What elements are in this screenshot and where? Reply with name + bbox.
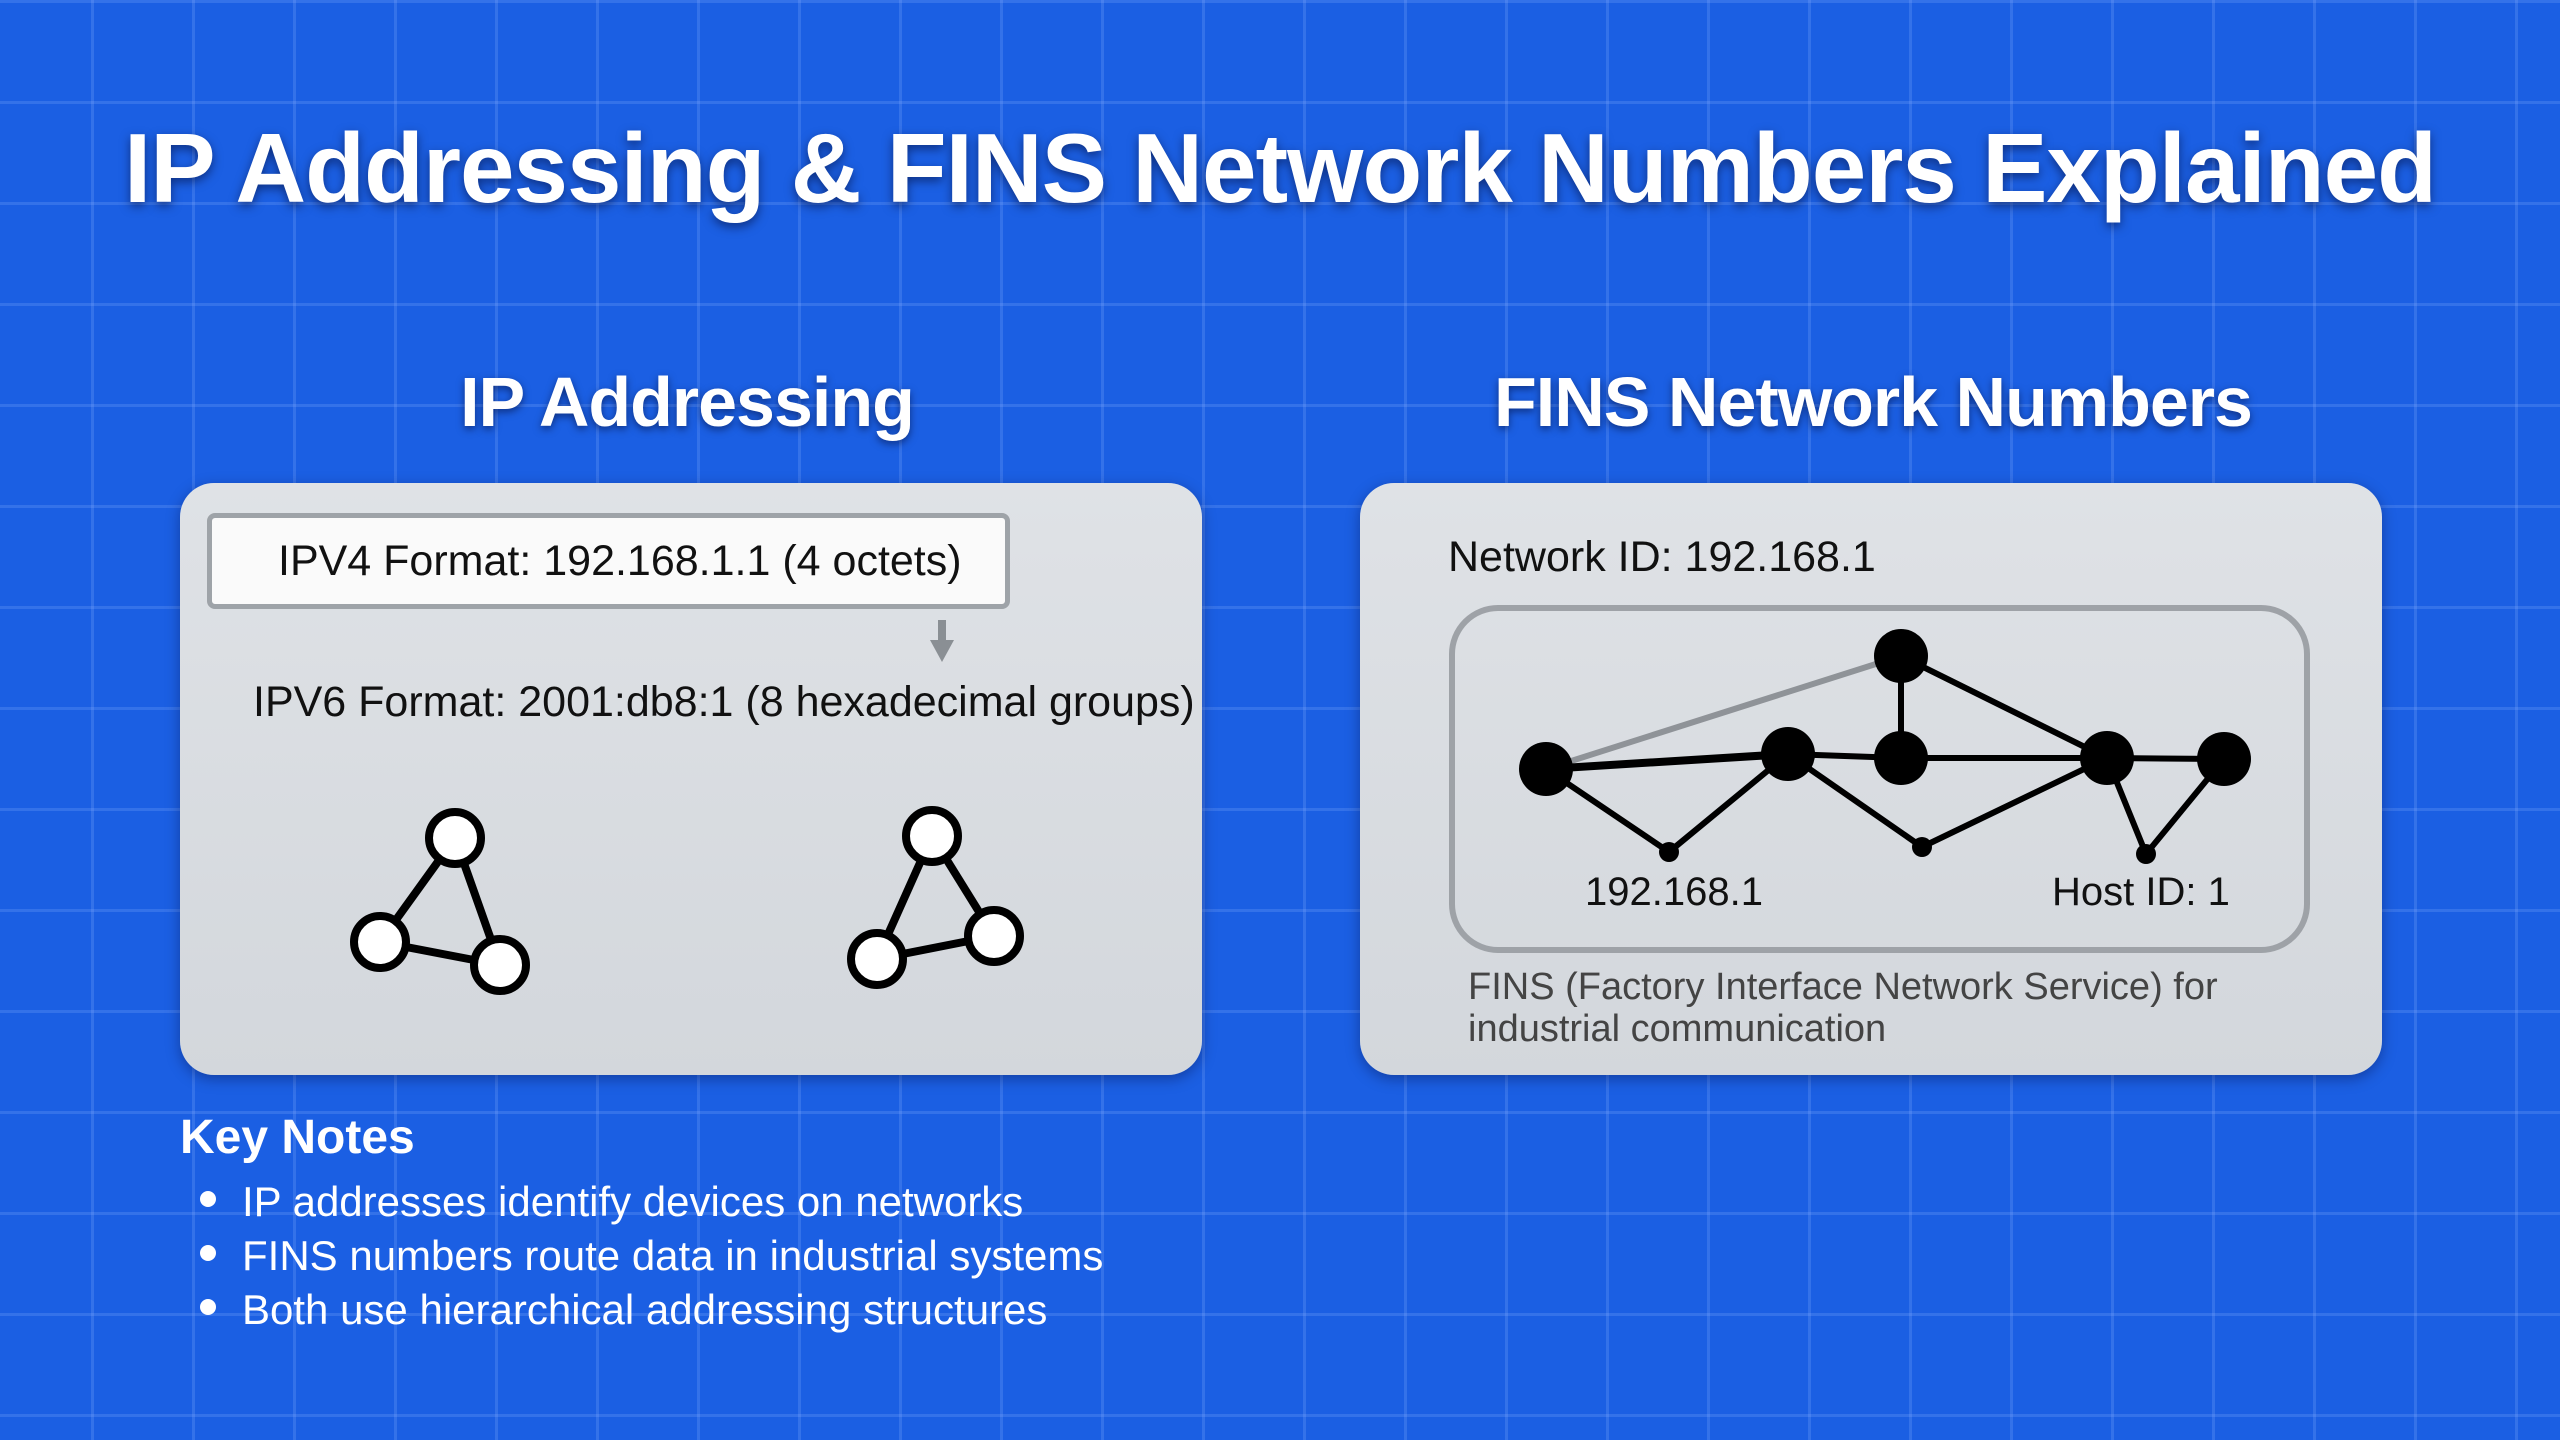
bullet-icon [200,1190,216,1207]
key-note-text: FINS numbers route data in industrial sy… [242,1232,1104,1279]
key-notes-heading: Key Notes [180,1111,415,1164]
network-triangle-icon-right [847,806,1024,989]
fins-network-graph [1519,629,2251,864]
node-label-network: 192.168.1 [1585,870,1763,914]
network-id-text: Network ID: 192.168.1 [1448,533,1876,581]
fins-description: FINS (Factory Interface Network Service)… [1468,966,2218,1050]
key-note-item: FINS numbers route data in industrial sy… [200,1232,1103,1280]
key-note-item: IP addresses identify devices on network… [200,1178,1023,1226]
key-note-item: Both use hierarchical addressing structu… [200,1286,1047,1334]
key-note-text: Both use hierarchical addressing structu… [242,1286,1048,1333]
ip-addressing-heading: IP Addressing [460,363,915,441]
ipv4-format-box: IPV4 Format: 192.168.1.1 (4 octets) [207,513,1010,609]
down-arrow-icon [930,620,954,662]
network-boundary [1449,605,2310,953]
node-label-host: Host ID: 1 [2052,870,2230,914]
bullet-icon [200,1244,216,1261]
ipv6-format-text: IPV6 Format: 2001:db8:1 (8 hexadecimal g… [253,678,1195,726]
key-note-text: IP addresses identify devices on network… [242,1178,1024,1225]
bullet-icon [200,1298,216,1315]
network-triangle-icon-left [350,808,530,995]
fins-heading: FINS Network Numbers [1494,363,2253,441]
page-title: IP Addressing & FINS Network Numbers Exp… [124,113,2437,223]
